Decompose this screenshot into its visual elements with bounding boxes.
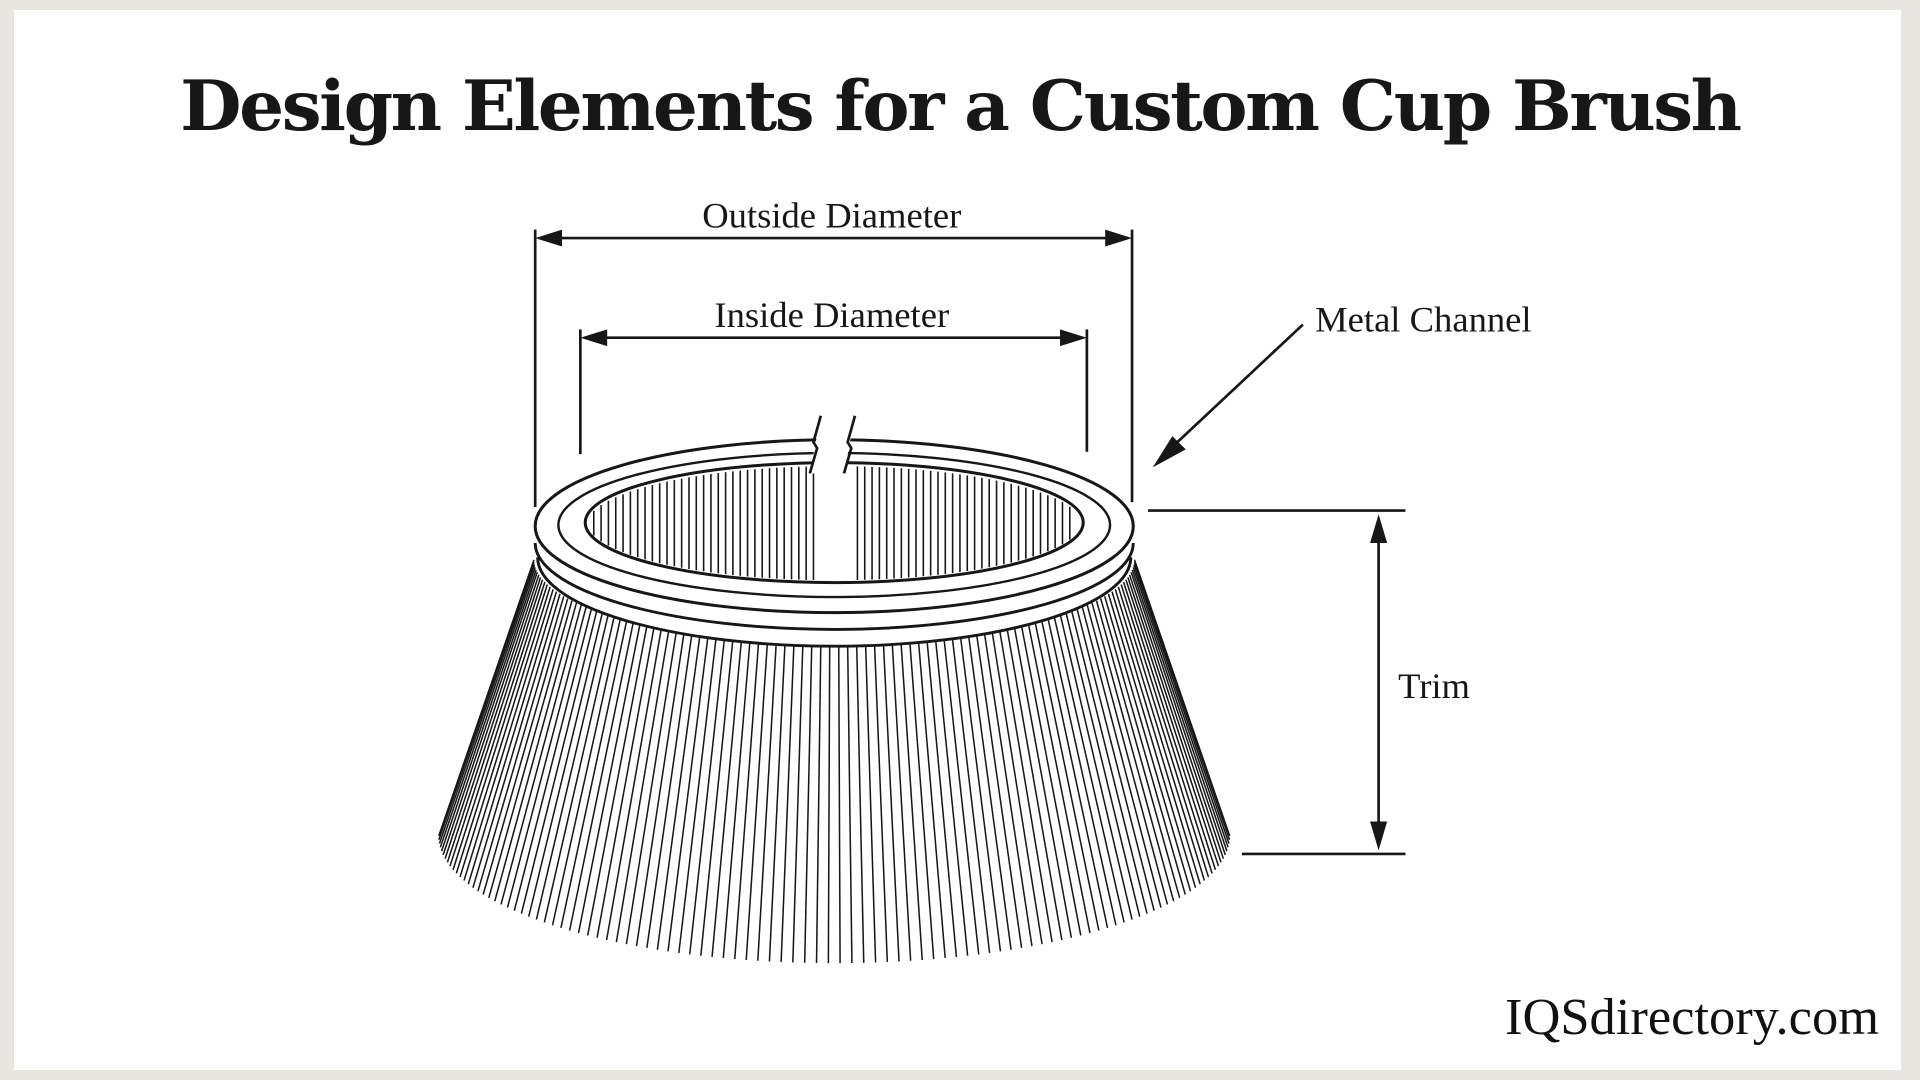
id-arrowhead-left-icon [580,329,608,347]
seam-right-edge [842,415,857,474]
outside-diameter-label: Outside Diameter [702,196,961,236]
od-arrowhead-right-icon [1105,229,1133,247]
id-arrowhead-right-icon [1060,329,1087,347]
watermark: IQSdirectory.com [1505,989,1879,1046]
page-title: Design Elements for a Custom Cup Brush [180,65,1741,147]
seam-left-edge [808,415,823,474]
cup-brush-diagram: Design Elements for a Custom Cup Brush [180,65,1879,1046]
metal-channel-ring [533,438,1135,615]
trim-arrowhead-bottom-icon [1370,821,1388,851]
interior-bristles [592,466,1071,580]
diagram-canvas: Design Elements for a Custom Cup Brush [14,10,1901,1070]
outside-diameter-dimension: Outside Diameter [533,196,1134,507]
metal-channel-leader-line [1172,323,1304,447]
trim-arrowhead-top-icon [1370,514,1388,544]
channel-band-fill [535,526,1134,647]
inside-diameter-label: Inside Diameter [714,295,949,335]
metal-channel-callout: Metal Channel [1152,300,1532,468]
inside-diameter-dimension: Inside Diameter [579,295,1089,455]
trim-dimension: Trim [1147,509,1470,856]
channel-band-lower-edge [536,557,1133,648]
channel-seam [808,415,857,474]
metal-channel-arrowhead-icon [1152,436,1186,468]
bristle-fan [438,559,1231,964]
metal-channel-band [533,526,1135,648]
trim-label: Trim [1398,666,1470,706]
channel-band-upper-edge [533,542,1135,631]
metal-channel-label: Metal Channel [1315,300,1531,340]
seam-gap [809,415,855,474]
od-arrowhead-left-icon [535,229,563,247]
